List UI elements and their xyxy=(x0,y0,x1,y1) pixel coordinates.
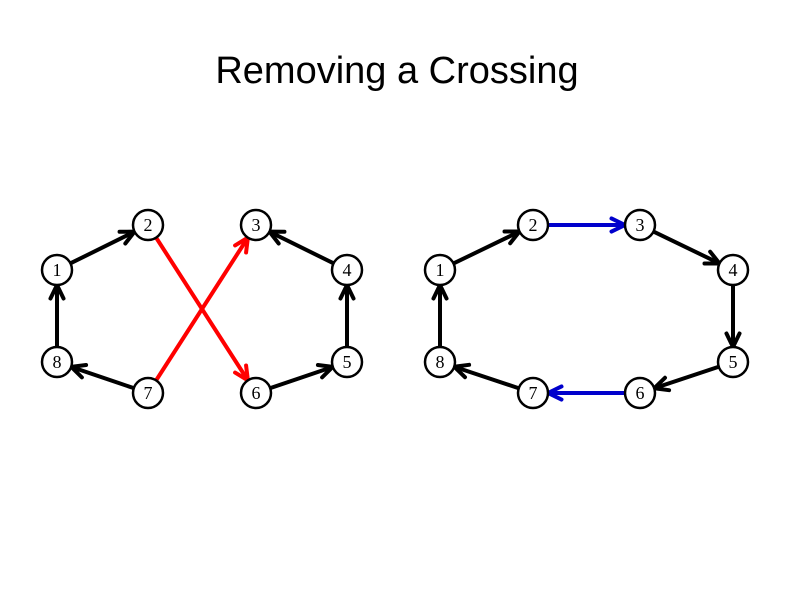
after-node-3: 3 xyxy=(623,208,657,242)
before-edge-4-3 xyxy=(267,229,336,266)
node-label: 5 xyxy=(729,352,738,372)
after-edge-1-2 xyxy=(451,229,522,266)
before-node-4: 4 xyxy=(330,253,364,287)
after-edge-6-7 xyxy=(546,384,627,402)
before-edge-8-1 xyxy=(48,283,66,349)
after-node-8: 8 xyxy=(423,345,457,379)
before-node-7: 7 xyxy=(131,376,165,410)
before-node-5: 5 xyxy=(330,345,364,379)
node-label: 2 xyxy=(144,215,153,235)
after-node-1: 1 xyxy=(423,253,457,287)
node-label: 3 xyxy=(636,215,645,235)
node-label: 5 xyxy=(343,352,352,372)
node-label: 3 xyxy=(252,215,261,235)
node-label: 7 xyxy=(144,383,153,403)
node-label: 4 xyxy=(729,260,738,280)
before-node-1: 1 xyxy=(40,253,74,287)
after-node-5: 5 xyxy=(716,345,750,379)
after-edge-4-5 xyxy=(724,283,742,349)
before-edge-7-8 xyxy=(69,363,136,391)
node-label: 6 xyxy=(636,383,645,403)
nodes-layer: 1 2 3 4 5 6 7 8 1 2 3 4 5 6 7 8 xyxy=(40,208,750,410)
before-node-2: 2 xyxy=(131,208,165,242)
after-edge-7-8 xyxy=(452,362,521,391)
before-node-3: 3 xyxy=(239,208,273,242)
after-node-4: 4 xyxy=(716,253,750,287)
after-edge-3-4 xyxy=(651,229,722,266)
node-label: 7 xyxy=(529,383,538,403)
node-label: 6 xyxy=(252,383,261,403)
before-node-8: 8 xyxy=(40,345,74,379)
before-node-6: 6 xyxy=(239,376,273,410)
node-label: 8 xyxy=(53,352,62,372)
node-label: 8 xyxy=(436,352,445,372)
before-edge-5-4 xyxy=(338,283,356,349)
edges-layer xyxy=(48,216,742,402)
slide-title: Removing a Crossing xyxy=(215,50,579,92)
node-label: 1 xyxy=(53,260,62,280)
after-edge-5-6 xyxy=(652,364,721,393)
before-edge-1-2 xyxy=(68,229,137,266)
after-edge-2-3 xyxy=(546,216,627,234)
after-node-6: 6 xyxy=(623,376,657,410)
node-label: 2 xyxy=(529,215,538,235)
after-edge-8-1 xyxy=(431,283,449,349)
after-node-2: 2 xyxy=(516,208,550,242)
node-label: 1 xyxy=(436,260,445,280)
before-edge-6-5 xyxy=(268,363,335,391)
node-label: 4 xyxy=(343,260,352,280)
after-node-7: 7 xyxy=(516,376,550,410)
